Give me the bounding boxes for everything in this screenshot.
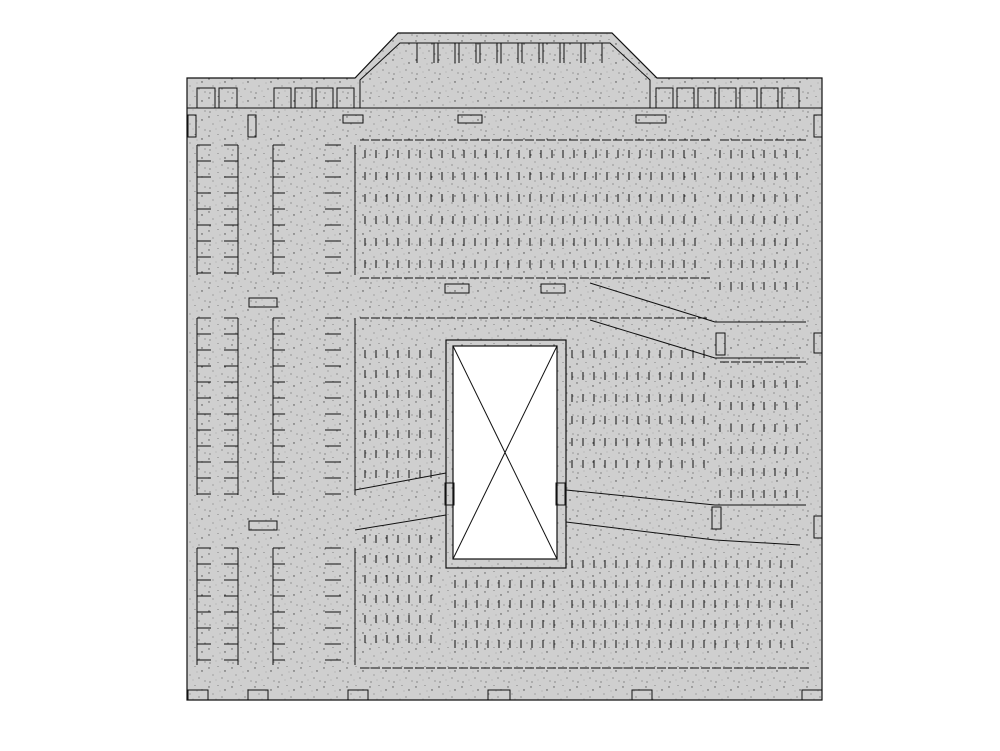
parking-stall bbox=[563, 42, 582, 63]
column bbox=[715, 332, 726, 356]
column bbox=[248, 520, 278, 531]
parking-stall bbox=[437, 42, 456, 63]
parking-stall bbox=[781, 87, 800, 108]
column bbox=[555, 482, 566, 506]
parking-stall bbox=[458, 42, 477, 63]
column bbox=[247, 114, 257, 138]
column bbox=[540, 283, 566, 294]
column bbox=[457, 114, 483, 124]
column bbox=[801, 689, 823, 701]
parking-stall bbox=[739, 87, 758, 108]
column bbox=[247, 689, 269, 701]
column bbox=[444, 283, 470, 294]
parking-stall bbox=[676, 87, 695, 108]
parking-stalls bbox=[196, 42, 809, 669]
parking-stall bbox=[196, 87, 216, 108]
parking-stall bbox=[760, 87, 779, 108]
parking-stall bbox=[315, 87, 334, 108]
parking-stall bbox=[294, 87, 313, 108]
structural-columns bbox=[187, 114, 823, 701]
column bbox=[711, 506, 722, 530]
column bbox=[444, 482, 455, 506]
parking-stall bbox=[479, 42, 498, 63]
parking-stall bbox=[416, 42, 435, 63]
column bbox=[813, 114, 823, 138]
column bbox=[248, 297, 278, 308]
parking-stall bbox=[718, 87, 737, 108]
parking-stall bbox=[542, 42, 561, 63]
parking-stall bbox=[655, 87, 674, 108]
column bbox=[187, 114, 197, 138]
column bbox=[813, 332, 823, 354]
parking-stall bbox=[584, 42, 603, 63]
parking-stall bbox=[336, 87, 355, 108]
parking-stall bbox=[697, 87, 716, 108]
shaft-opening bbox=[445, 339, 567, 569]
parking-stall bbox=[521, 42, 540, 63]
column bbox=[635, 114, 667, 124]
column bbox=[347, 689, 369, 701]
column bbox=[187, 689, 209, 701]
parking-stall bbox=[273, 87, 292, 108]
column bbox=[631, 689, 653, 701]
column bbox=[813, 515, 823, 539]
column bbox=[342, 114, 364, 124]
parking-stall bbox=[500, 42, 519, 63]
parking-stall bbox=[218, 87, 238, 108]
column bbox=[487, 689, 511, 701]
